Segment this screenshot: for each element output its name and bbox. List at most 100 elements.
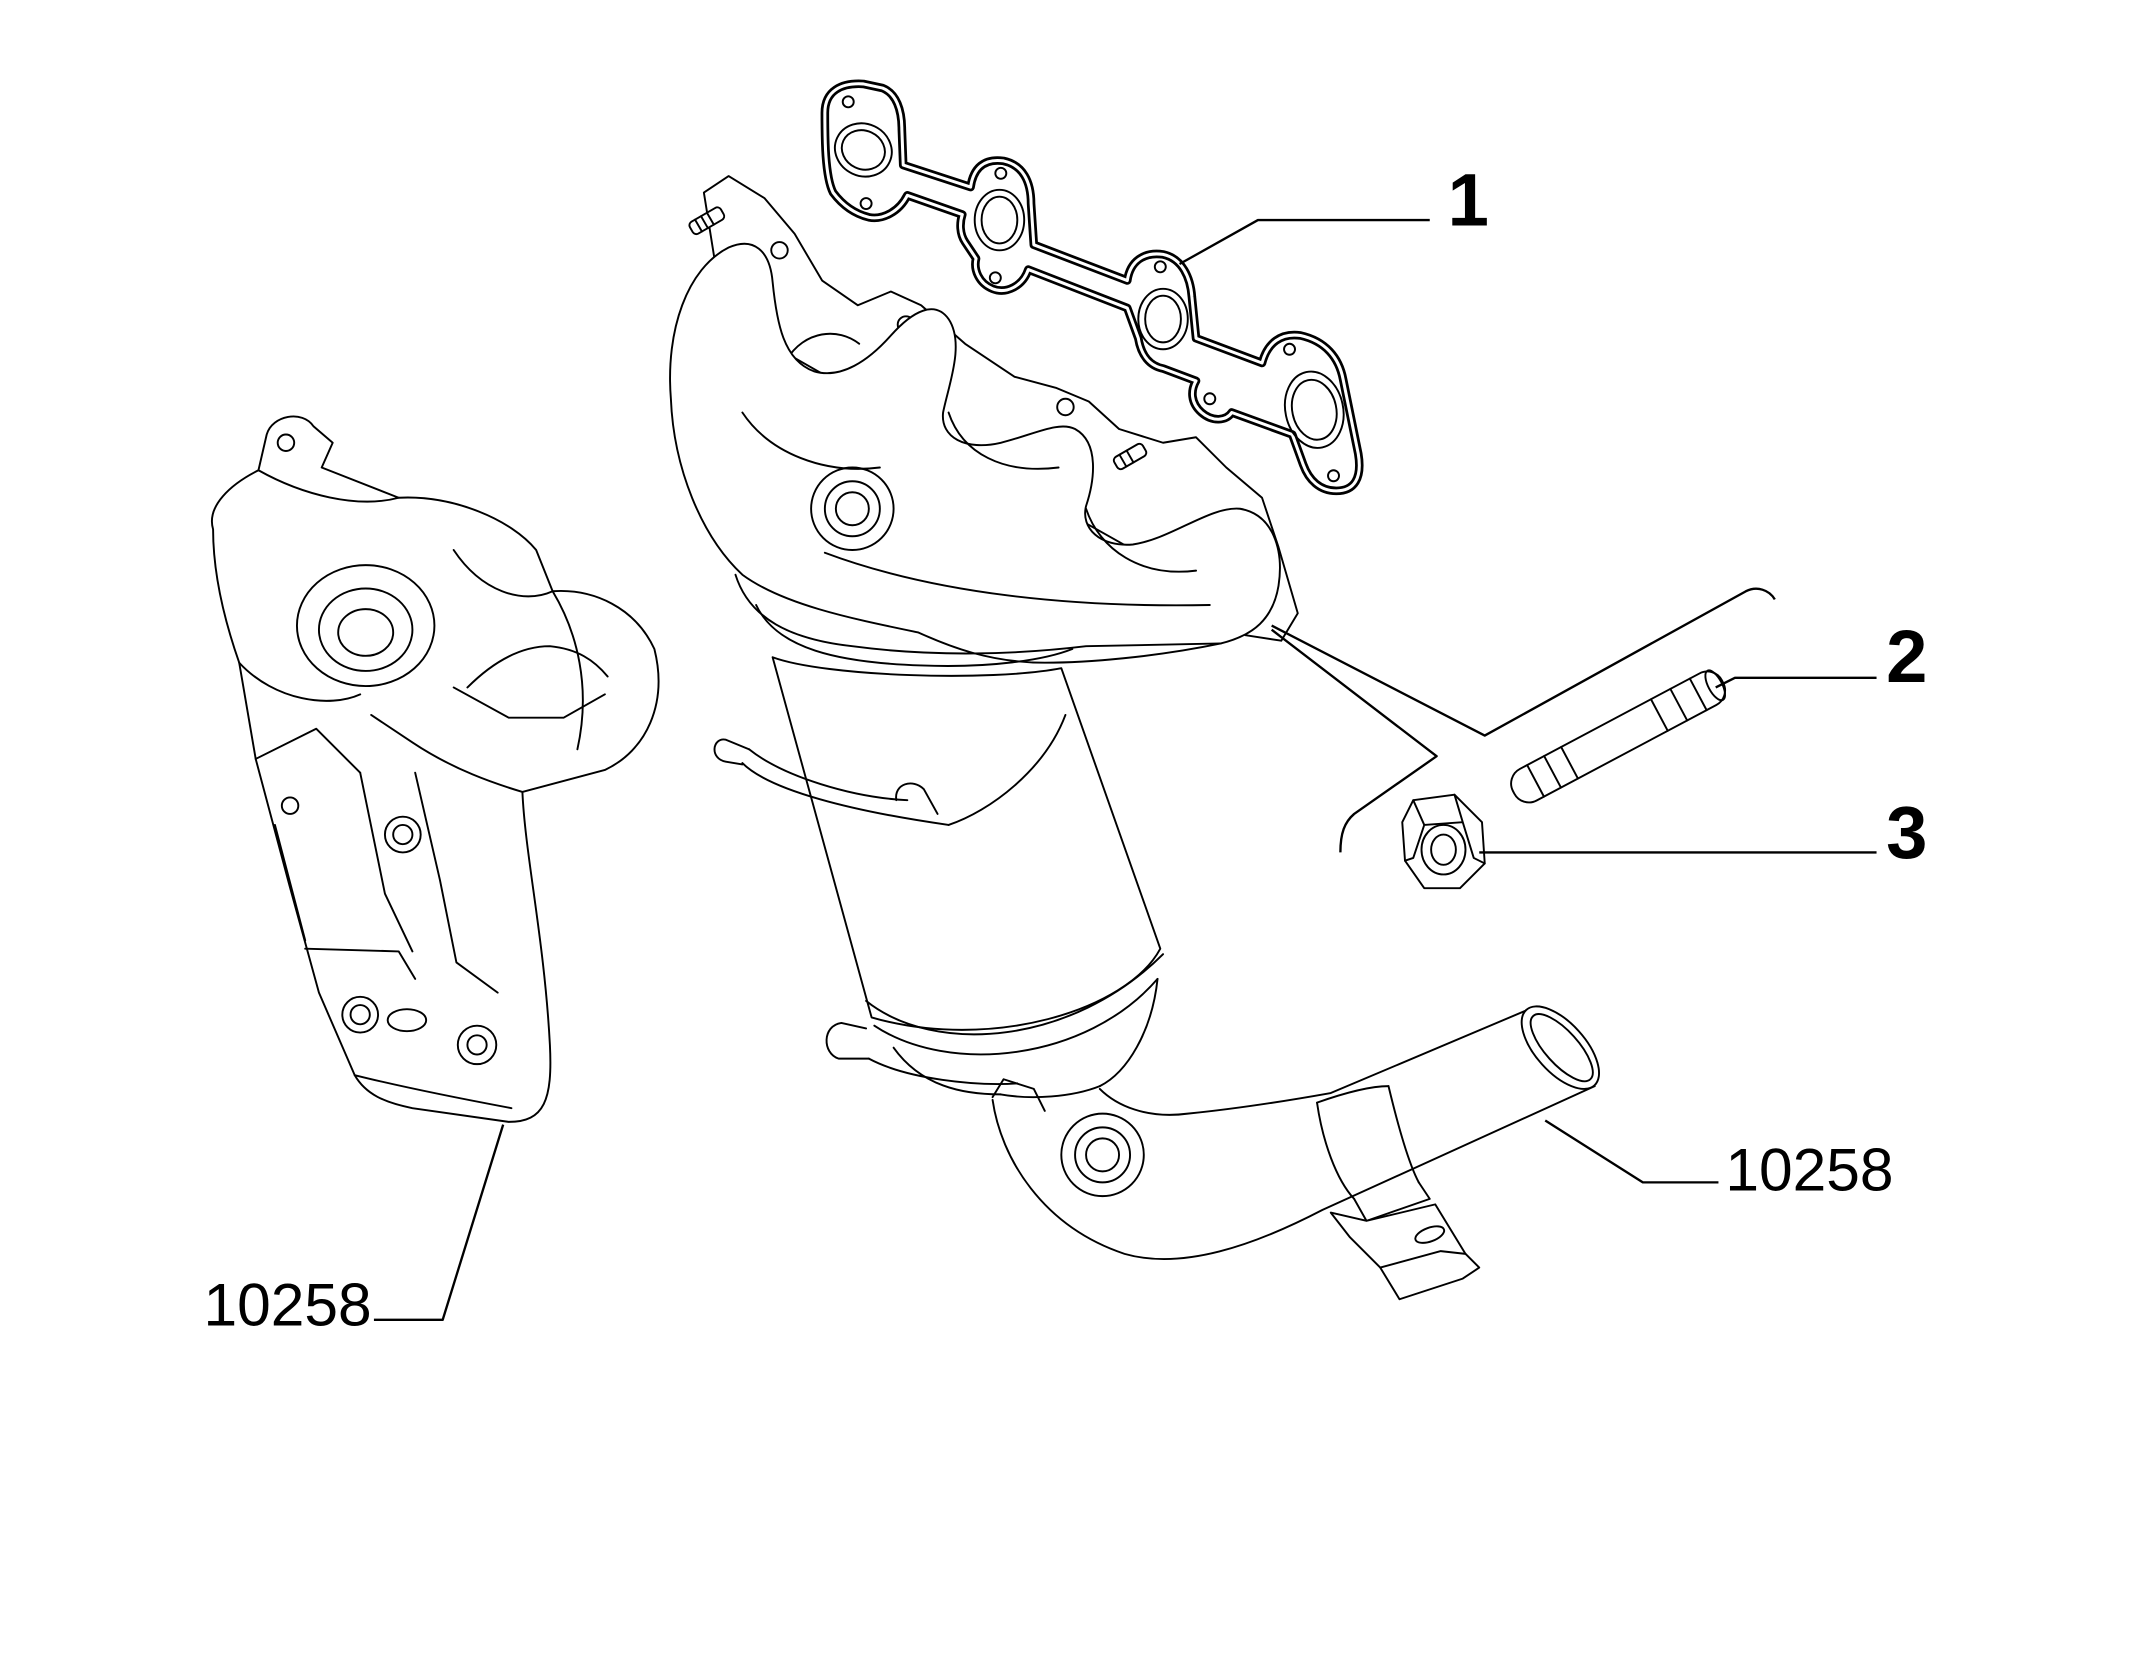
exhaust-gasket <box>820 79 1364 496</box>
catalytic-converter-bottom-band <box>873 977 1159 1056</box>
stud-thread <box>1650 677 1708 732</box>
down-pipe-edge <box>1098 1009 1527 1116</box>
stud-body <box>1510 670 1727 804</box>
catalytic-converter-body <box>771 656 1162 1031</box>
heat-shield-fold <box>551 590 584 751</box>
heat-shield-fold <box>273 823 307 942</box>
assembly-line <box>1271 587 1776 737</box>
heat-shield-bolt-hole <box>341 995 380 1034</box>
heat-shield-bolt-hole-inner <box>392 823 414 846</box>
heat-shield <box>210 415 660 1123</box>
nut <box>1401 793 1486 890</box>
heat-shield-boss <box>317 587 414 672</box>
heat-shield-bolt-hole <box>383 815 422 854</box>
manifold-collector-contour <box>823 551 1211 607</box>
outlet-flange-ring <box>1074 1126 1132 1184</box>
stud-end <box>1704 669 1727 702</box>
flange-stud <box>1112 442 1148 471</box>
heat-shield-fold <box>466 645 609 689</box>
lower-strap <box>867 1057 1019 1085</box>
flange-bolt-hole <box>1056 397 1075 417</box>
pipe-support-bracket <box>1329 1203 1481 1301</box>
nut-outline <box>1401 793 1486 890</box>
outlet-flange-hole <box>1085 1137 1121 1173</box>
outlet-cone <box>892 1046 1002 1096</box>
outlet-cone <box>1098 977 1159 1088</box>
outlet-flange <box>1060 1112 1145 1198</box>
gasket-port-bead <box>973 188 1026 252</box>
heat-shield-boss-rim <box>295 564 436 688</box>
manifold-runner-contour <box>1085 507 1198 573</box>
gasket-bolt-hole <box>994 166 1008 180</box>
gasket-bolt-hole <box>1203 392 1217 406</box>
heat-shield-fold <box>304 947 417 980</box>
nut-chamfer <box>1420 823 1467 876</box>
gasket-port <box>1144 294 1182 344</box>
flange-port-edge <box>785 332 861 362</box>
callout-label-10258-shield: 10258 <box>203 1270 371 1338</box>
down-pipe-edge <box>991 1085 1596 1261</box>
pipe-clamp-band <box>1387 1085 1420 1184</box>
heat-shield-fold <box>452 549 554 598</box>
flange-stud <box>688 206 726 236</box>
upper-strap-tab-right <box>895 782 939 815</box>
down-pipe-end-inner <box>1529 1013 1594 1083</box>
heat-shield-fold <box>254 727 362 774</box>
pipe-support-bracket-edge <box>1379 1250 1467 1269</box>
upper-strap <box>741 762 950 826</box>
heat-shield-fold <box>359 771 414 953</box>
gasket-bolt-hole <box>1283 342 1296 356</box>
heat-shield-fold <box>238 661 362 702</box>
stud <box>1510 669 1727 804</box>
heat-shield-boss-hole <box>337 608 395 657</box>
catalytic-converter-bottom-band <box>865 953 1165 1036</box>
flange-bolt-hole <box>770 241 789 260</box>
flange-stud-thread <box>1118 449 1135 468</box>
leader-line-10258-pipe <box>1544 1119 1719 1184</box>
pipe-clamp-band <box>1316 1101 1356 1200</box>
collector-band <box>755 604 1074 667</box>
oxygen-sensor-boss <box>810 466 895 551</box>
gasket-bolt-hole <box>859 197 873 211</box>
oxygen-sensor-port <box>834 491 870 527</box>
gasket-port-bead <box>1137 287 1189 351</box>
outlet-cone-rim <box>999 1085 1101 1099</box>
callout-label-1: 1 <box>1448 159 1489 242</box>
gasket-port <box>840 129 886 171</box>
gasket-bolt-hole <box>1327 469 1340 483</box>
heat-shield-bolt-hole <box>456 1024 498 1066</box>
heat-shield-outline <box>210 415 660 1123</box>
upper-strap <box>748 748 909 802</box>
down-pipe-end <box>1520 1005 1601 1090</box>
heat-shield-edge-hole <box>280 796 300 815</box>
heat-shield-ridge <box>257 469 400 503</box>
pipe-support-bracket-slot <box>1414 1225 1446 1244</box>
stud-thread <box>1526 746 1579 798</box>
pipe-clamp-tab <box>1353 1181 1431 1222</box>
leader-line-1 <box>1178 218 1430 266</box>
gasket-bolt-hole <box>841 95 855 109</box>
gasket-port <box>1290 378 1338 441</box>
outlet-small-bracket <box>991 1078 1046 1112</box>
heat-shield-fold <box>353 1074 513 1110</box>
upper-strap <box>947 713 1067 826</box>
upper-strap-tab-left <box>713 738 751 766</box>
flange-stud-thread <box>694 211 715 233</box>
nut-hole <box>1430 833 1457 866</box>
gasket-port-bead <box>1283 370 1345 449</box>
pipe-clamp-band <box>1316 1085 1390 1104</box>
heat-shield-bolt-hole-inner <box>349 1004 371 1026</box>
lower-strap-tab <box>825 1021 870 1060</box>
nut-face-edge <box>1404 793 1486 865</box>
callout-label-2: 2 <box>1886 615 1927 698</box>
leader-line-10258-shield <box>373 1124 505 1322</box>
assembly-line <box>1270 628 1438 853</box>
gasket-bolt-hole <box>1153 260 1167 274</box>
gasket-port <box>980 195 1019 245</box>
leader-line-2 <box>1715 676 1877 689</box>
gasket-bead <box>823 82 1361 493</box>
gasket-bolt-hole <box>988 271 1002 285</box>
flange-stud-body <box>688 206 726 236</box>
heat-shield-fold <box>414 771 499 994</box>
